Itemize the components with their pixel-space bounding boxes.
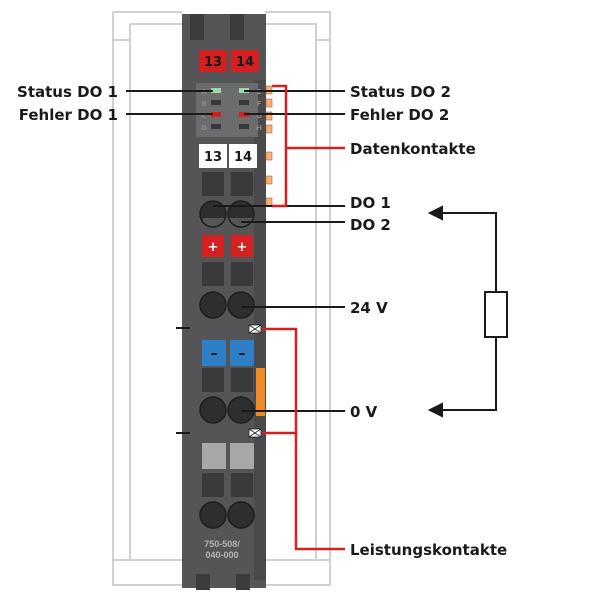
- terminal-block-24v: [199, 291, 255, 319]
- terminal-tag-14: [231, 50, 259, 72]
- led-letter-h: H: [256, 124, 262, 132]
- led-off: [239, 124, 249, 129]
- plus-sign-left: +: [208, 240, 219, 255]
- plus-sign-right: +: [237, 240, 248, 255]
- arrow-head-do: [427, 205, 443, 221]
- label-fehler-do2: Fehler DO 2: [350, 106, 449, 124]
- label-fehler-do1: Fehler DO 1: [19, 106, 118, 124]
- label-0v: 0 V: [350, 403, 378, 421]
- led-letter-b: B: [201, 100, 206, 108]
- plus-releases: + +: [202, 235, 253, 286]
- orange-contact: [256, 368, 265, 416]
- side-ticks: [176, 327, 190, 434]
- label-do2: DO 2: [350, 216, 391, 234]
- minus-releases: – –: [202, 340, 265, 416]
- red-brackets: [262, 84, 345, 551]
- led-letter-d: D: [201, 124, 207, 132]
- led-off: [239, 100, 249, 105]
- terminal-tag-13: [199, 50, 227, 72]
- terminal-tag-13-label: 13: [204, 55, 222, 70]
- led-letter-f: F: [257, 100, 262, 108]
- label-datenkontakte: Datenkontakte: [350, 140, 476, 158]
- load-resistor: [484, 291, 508, 338]
- led-status-do1: [211, 88, 221, 93]
- terminal-block-0v: [199, 396, 255, 424]
- terminal-block-do: [199, 172, 255, 232]
- led-letter-c: C: [201, 112, 206, 120]
- label-24v: 24 V: [350, 299, 388, 317]
- minus-sign-left: –: [211, 346, 218, 362]
- label-do1: DO 1: [350, 194, 391, 212]
- part-number-line1: 750-508/: [204, 539, 240, 549]
- leistungskontakte-bracket-top: [262, 327, 298, 435]
- label-status-do1: Status DO 1: [17, 83, 118, 101]
- load-circuit: [427, 205, 508, 418]
- part-number-line2: 040-000: [205, 550, 238, 560]
- marker-13: 13: [204, 150, 222, 165]
- leistungskontakte-leader: [294, 433, 345, 551]
- power-contact-markers: [248, 324, 262, 438]
- marker-14: 14: [234, 150, 252, 165]
- top-terminal-tags: 13 14: [199, 50, 259, 72]
- arrow-head-0v: [427, 402, 443, 418]
- label-status-do2: Status DO 2: [350, 83, 451, 101]
- minus-sign-right: –: [239, 346, 246, 362]
- led-letter-g: G: [256, 112, 262, 120]
- terminal-tag-14-label: 14: [236, 55, 254, 70]
- marker-tags: 13 14: [199, 144, 257, 168]
- grey-releases: [199, 443, 255, 529]
- din-rail: [112, 11, 331, 586]
- led-off: [211, 124, 221, 129]
- datenkontakte-bracket: [272, 84, 288, 208]
- data-contacts: [265, 85, 273, 207]
- led-off: [211, 100, 221, 105]
- led-fehler-do1: [211, 112, 221, 117]
- label-leistungskontakte: Leistungskontakte: [350, 541, 507, 559]
